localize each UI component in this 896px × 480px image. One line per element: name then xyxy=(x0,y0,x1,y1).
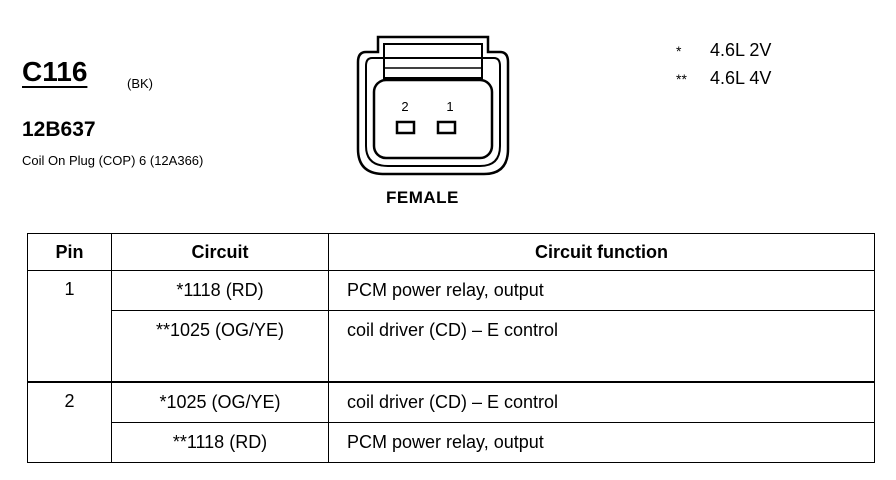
part-number: 12B637 xyxy=(22,118,96,141)
function-cell: PCM power relay, output xyxy=(328,270,875,311)
connector-description: Coil On Plug (COP) 6 (12A366) xyxy=(22,153,204,168)
connector-face-diagram: 2 1 xyxy=(356,35,510,176)
pin-cell: 2 xyxy=(27,381,112,463)
legend-item: ** 4.6L 4V xyxy=(676,68,771,96)
table-row: 1 *1118 (RD) PCM power relay, output xyxy=(27,270,875,383)
header-circuit: Circuit xyxy=(111,233,329,271)
connector-outer-shell xyxy=(356,35,510,176)
connector-pin-cavity xyxy=(372,78,494,160)
table-row: **1118 (RD) PCM power relay, output xyxy=(28,422,875,463)
pin-cell: 1 xyxy=(27,270,112,383)
circuit-cell: *1025 (OG/YE) xyxy=(111,381,329,423)
legend-mark: * xyxy=(676,43,682,59)
pin-label-1: 1 xyxy=(446,99,453,114)
header-pin: Pin xyxy=(27,233,112,271)
pin-table: Pin Circuit Circuit function 1 *1118 (RD… xyxy=(27,233,875,463)
legend: * 4.6L 2V ** 4.6L 4V xyxy=(676,40,771,96)
circuit-cell: **1118 (RD) xyxy=(111,422,329,463)
circuit-cell: **1025 (OG/YE) xyxy=(111,310,329,383)
legend-text: 4.6L 4V xyxy=(710,68,772,88)
gender-label: FEMALE xyxy=(386,188,459,207)
function-cell: PCM power relay, output xyxy=(328,422,875,463)
legend-text: 4.6L 2V xyxy=(710,40,772,60)
pin-terminal-2 xyxy=(395,120,416,135)
header-circuit-function: Circuit function xyxy=(328,233,875,271)
circuit-cell: *1118 (RD) xyxy=(111,270,329,311)
table-header-row: Pin Circuit Circuit function xyxy=(27,233,875,271)
connector-color: (BK) xyxy=(127,76,153,91)
table-row: **1025 (OG/YE) coil driver (CD) – E cont… xyxy=(28,310,875,383)
function-cell: coil driver (CD) – E control xyxy=(328,310,875,383)
pin-label-2: 2 xyxy=(401,99,408,114)
connector-id: C116 xyxy=(22,56,88,87)
function-cell: coil driver (CD) – E control xyxy=(328,381,875,423)
legend-mark: ** xyxy=(676,71,687,87)
legend-item: * 4.6L 2V xyxy=(676,40,771,68)
connector-inner-shell xyxy=(365,43,501,167)
table-row: 2 *1025 (OG/YE) coil driver (CD) – E con… xyxy=(27,381,875,463)
pin-terminal-1 xyxy=(436,120,457,135)
